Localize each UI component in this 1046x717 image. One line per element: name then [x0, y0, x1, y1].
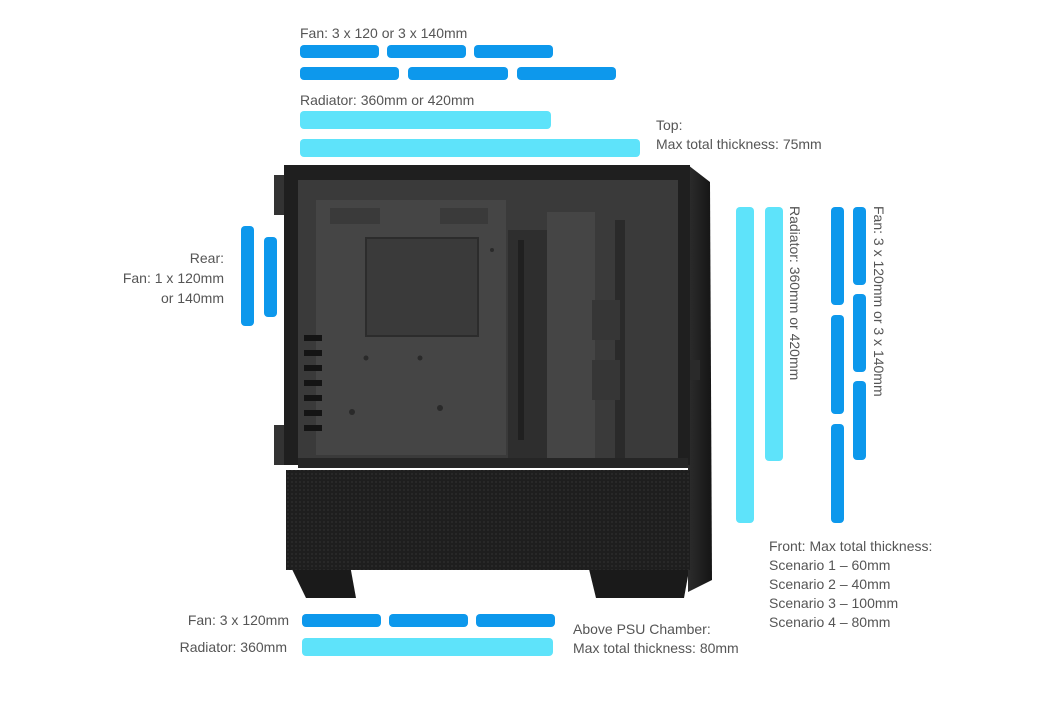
- front-scenario-4: Scenario 4 – 80mm: [769, 614, 891, 630]
- bottom-fan-slot-2: [389, 614, 468, 627]
- top-fan-120-slot-3: [474, 45, 553, 58]
- front-fan-120-slot-2: [853, 294, 866, 372]
- bottom-fan-slot-1: [302, 614, 381, 627]
- top-radiator-360: [300, 111, 551, 129]
- top-fan-120-slot-1: [300, 45, 379, 58]
- front-scenario-2: Scenario 2 – 40mm: [769, 576, 891, 592]
- front-fan-120-slot-1: [853, 207, 866, 285]
- rear-title: Rear:: [189, 250, 224, 266]
- pc-case-image: [274, 165, 712, 598]
- top-fan-140-slot-1: [300, 67, 399, 80]
- top-thickness-title: Top:: [656, 117, 683, 133]
- front-thickness-title: Front: Max total thickness:: [769, 538, 933, 554]
- top-radiator-label: Radiator: 360mm or 420mm: [300, 92, 475, 108]
- top-fan-120-slot-2: [387, 45, 466, 58]
- front-radiator-360: [765, 207, 783, 461]
- rear-line1: Fan: 1 x 120mm: [122, 270, 224, 286]
- bottom-radiator-360: [302, 638, 553, 656]
- bottom-thickness-value: Max total thickness: 80mm: [573, 640, 739, 656]
- top-fan-label: Fan: 3 x 120 or 3 x 140mm: [300, 25, 468, 41]
- rear-line2: or 140mm: [160, 290, 224, 306]
- front-fan-120-slot-3: [853, 381, 866, 460]
- bottom-fan-label: Fan: 3 x 120mm: [187, 612, 289, 628]
- rear-fan-140-slot: [241, 226, 254, 326]
- rear-fan-120-slot: [264, 237, 277, 317]
- front-fan-140-slot-1: [831, 207, 844, 305]
- top-radiator-420: [300, 139, 640, 157]
- bottom-radiator-label: Radiator: 360mm: [179, 639, 287, 655]
- top-thickness-value: Max total thickness: 75mm: [656, 136, 822, 152]
- bottom-thickness-title: Above PSU Chamber:: [573, 621, 711, 637]
- top-fan-140-slot-3: [517, 67, 616, 80]
- front-scenario-3: Scenario 3 – 100mm: [769, 595, 899, 611]
- front-fan-140-slot-2: [831, 315, 844, 414]
- top-fan-140-slot-2: [408, 67, 508, 80]
- front-radiator-label: Radiator: 360mm or 420mm: [787, 206, 803, 381]
- bottom-fan-slot-3: [476, 614, 555, 627]
- front-fan-140-slot-3: [831, 424, 844, 523]
- front-fan-label: Fan: 3 x 120mm or 3 x 140mm: [871, 206, 887, 397]
- front-scenario-1: Scenario 1 – 60mm: [769, 557, 891, 573]
- front-radiator-420: [736, 207, 754, 523]
